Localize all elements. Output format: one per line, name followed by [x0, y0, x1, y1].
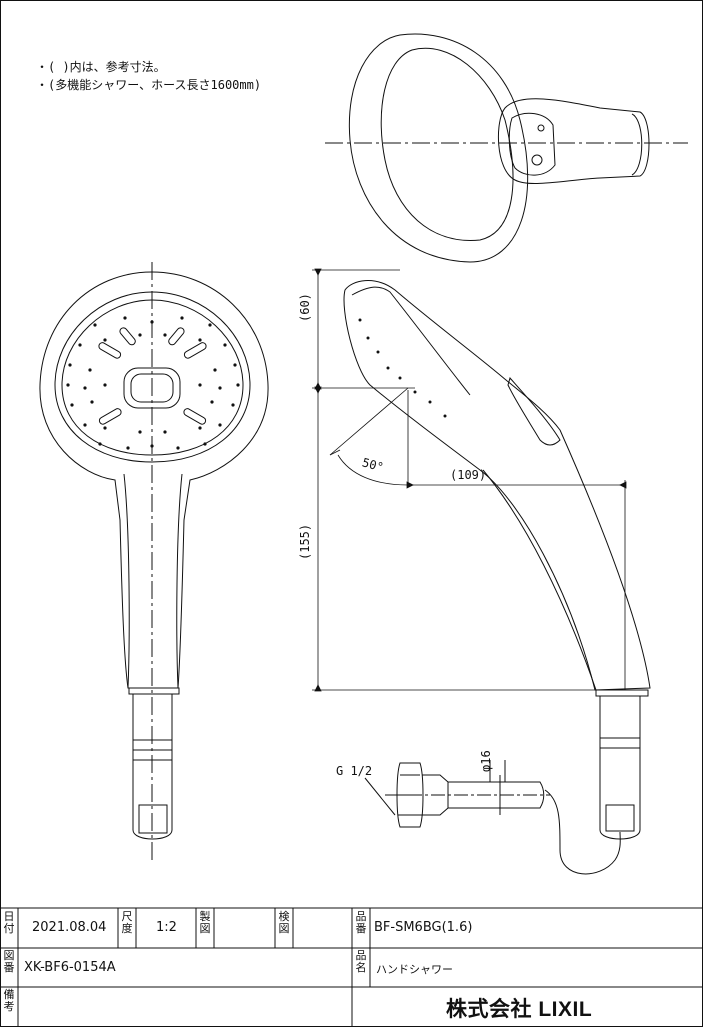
- drawn-label: 製図: [199, 910, 211, 935]
- scale-label: 尺度: [121, 910, 133, 935]
- date-label: 日付: [3, 910, 15, 935]
- date-value: 2021.08.04: [32, 920, 107, 935]
- hose-fitting-detail: [364, 760, 621, 875]
- part-no-label: 品番: [355, 910, 367, 935]
- dimension-lines: [312, 268, 627, 692]
- dim-horizontal-offset: (109): [450, 468, 487, 482]
- dim-thread: G 1/2: [336, 764, 373, 778]
- title-block: [0, 907, 703, 1027]
- remarks-label: 備考: [3, 988, 15, 1013]
- note-reference-dimensions: ・( )内は、参考寸法。: [36, 60, 166, 74]
- scale-value: 1:2: [156, 920, 177, 935]
- note-hose-length: ・(多機能シャワー、ホース長さ1600mm): [36, 78, 262, 92]
- drawing-no-value: XK-BF6-0154A: [24, 960, 116, 975]
- shower-head-front-view: [39, 262, 269, 860]
- checked-label: 検図: [278, 910, 290, 935]
- spray-slots: [98, 327, 207, 425]
- shower-head-perspective-view: [325, 33, 688, 263]
- part-no-value: BF-SM6BG(1.6): [374, 920, 473, 935]
- dim-total-length: (155): [298, 523, 312, 560]
- dim-top-offset: (60): [298, 293, 312, 322]
- drawing-no-label: 図番: [3, 949, 15, 974]
- shower-head-side-view: [343, 280, 651, 840]
- side-view-nozzle-dots: [358, 318, 447, 418]
- product-name-value: ハンドシャワー: [376, 963, 453, 976]
- company-logo: 株式会社 LIXIL: [446, 998, 593, 1021]
- product-name-label: 品名: [355, 949, 367, 974]
- dim-diameter: φ16: [479, 750, 493, 772]
- spray-nozzles: [66, 316, 240, 450]
